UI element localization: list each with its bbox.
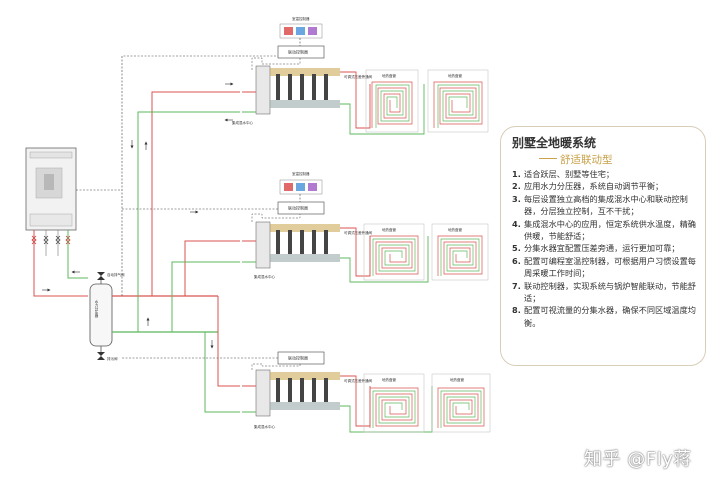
floor-2: 室温控制器 联动控制器 集成混水中心 可调式压差旁通阀 xyxy=(242,171,489,283)
feature-number: 6. xyxy=(512,255,521,266)
hydraulic-separator: 水力分压器 自动排气阀 排污阀 xyxy=(89,272,125,361)
thermostat-label: 室温控制器 xyxy=(292,171,310,176)
controller-label: 联动控制器 xyxy=(288,49,308,55)
feature-text: 应用水力分压器，系统自动调节平衡； xyxy=(524,181,664,192)
thermostat: 室温控制器 xyxy=(279,171,323,195)
room1-label: 地热盘管 xyxy=(382,73,396,78)
boiler xyxy=(25,147,77,256)
feature-item: 7.联动控制器，实现系统与锅炉智能联动，节能舒适； xyxy=(512,280,698,305)
mixing-center-label: 集成混水中心 xyxy=(254,274,275,279)
main-risers xyxy=(112,82,240,413)
floor-heating-coil-room2: 地热盘管 xyxy=(431,373,491,433)
boiler-valves-icon xyxy=(31,235,71,245)
floor-1: 室温控制器 联动控制器 集成混水中心 可调式压差旁通阀 xyxy=(232,16,489,135)
linkage-controller: 联动控制器 xyxy=(277,201,325,215)
bypass-label: 可调式压差旁通阀 xyxy=(344,74,372,79)
feature-text: 配置可视流量的分集水器，确保不同区域温度均衡。 xyxy=(524,305,696,328)
feature-item: 3.每层设置独立高档的集成混水中心和联动控制器，分层独立控制，互不干扰； xyxy=(512,193,698,218)
floor-3: 联动控制器 集成混水中心 可调式压差旁通阀 地热盘管 xyxy=(242,351,491,433)
controller-label: 联动控制器 xyxy=(288,355,308,361)
separator-drain-label: 排污阀 xyxy=(107,356,118,361)
feature-list: 1.适合跃层、别墅等住宅； 2.应用水力分压器，系统自动调节平衡； 3.每层设置… xyxy=(512,168,698,329)
thermostat: 室温控制器 xyxy=(279,16,323,39)
separator-vent-label: 自动排气阀 xyxy=(107,272,125,277)
room1-label: 地热盘管 xyxy=(382,377,396,382)
feature-text: 集成混水中心的应用，恒定系统供水温度，精确供暖，节能舒适； xyxy=(524,218,696,242)
mixing-center-label: 集成混水中心 xyxy=(232,120,253,125)
feature-item: 5.分集水器宜配置压差旁通，运行更加可靠； xyxy=(512,242,698,254)
feature-text: 分集水器宜配置压差旁通，运行更加可靠； xyxy=(524,243,680,254)
feature-item: 4.集成混水中心的应用，恒定系统供水温度，精确供暖，节能舒适； xyxy=(512,218,698,243)
feature-item: 6.配置可编程室温控制器，可根据用户习惯设置每周采暖工作时间； xyxy=(512,255,698,280)
panel-title: 别墅全地暖系统 xyxy=(512,136,597,150)
mixing-center-label: 集成混水中心 xyxy=(254,424,275,429)
feature-number: 8. xyxy=(512,305,521,316)
vent-valve-icon xyxy=(97,272,105,280)
room2-label: 地热盘管 xyxy=(448,227,462,232)
feature-text: 适合跃层、别墅等住宅； xyxy=(524,169,615,179)
floor-heating-coil-room1: 地热盘管 xyxy=(363,373,425,433)
manifold xyxy=(242,369,340,417)
room2-label: 地热盘管 xyxy=(450,377,464,382)
control-wiring xyxy=(76,55,278,359)
room1-label: 地热盘管 xyxy=(382,227,396,232)
separator-body-label: 水力分压器 xyxy=(94,299,99,318)
feature-text: 每层设置独立高档的集成混水中心和联动控制器，分层独立控制，互不干扰； xyxy=(524,193,688,217)
bypass-label: 可调式压差旁通阀 xyxy=(344,230,372,235)
room2-label: 地热盘管 xyxy=(448,73,462,78)
manifold xyxy=(242,65,340,115)
boiler-pipes xyxy=(33,256,88,297)
bypass-label: 可调式压差旁通阀 xyxy=(344,378,372,383)
watermark: 知乎 @Fly蒋 xyxy=(584,449,692,470)
subtitle-divider xyxy=(539,158,557,159)
drain-valve-icon xyxy=(97,352,105,360)
linkage-controller: 联动控制器 xyxy=(277,45,325,59)
feature-item: 8.配置可视流量的分集水器，确保不同区域温度均衡。 xyxy=(512,304,698,329)
feature-text: 配置可编程室温控制器，可根据用户习惯设置每周采暖工作时间； xyxy=(524,255,696,279)
description-panel xyxy=(500,126,706,366)
floor-heating-coil-room1: 地热盘管 xyxy=(363,223,425,281)
floor-heating-coil-room2: 地热盘管 xyxy=(427,69,489,133)
feature-number: 3. xyxy=(512,193,521,204)
feature-number: 1. xyxy=(512,169,521,179)
linkage-controller: 联动控制器 xyxy=(277,351,325,365)
manifold xyxy=(242,221,340,269)
feature-item: 2.应用水力分压器，系统自动调节平衡； xyxy=(512,180,698,192)
feature-number: 7. xyxy=(512,280,521,291)
feature-item: 1.适合跃层、别墅等住宅； xyxy=(512,168,698,180)
panel-subtitle: 舒适联动型 xyxy=(560,154,613,166)
controller-label: 联动控制器 xyxy=(288,205,308,211)
feature-number: 2. xyxy=(512,181,521,192)
thermostat-label: 室温控制器 xyxy=(292,16,310,21)
floor-heating-coil-room2: 地热盘管 xyxy=(431,223,489,281)
feature-number: 5. xyxy=(512,243,521,254)
feature-text: 联动控制器，实现系统与锅炉智能联动，节能舒适； xyxy=(524,280,696,304)
floor-heating-coil-room1: 地热盘管 xyxy=(365,69,419,133)
feature-number: 4. xyxy=(512,218,521,229)
